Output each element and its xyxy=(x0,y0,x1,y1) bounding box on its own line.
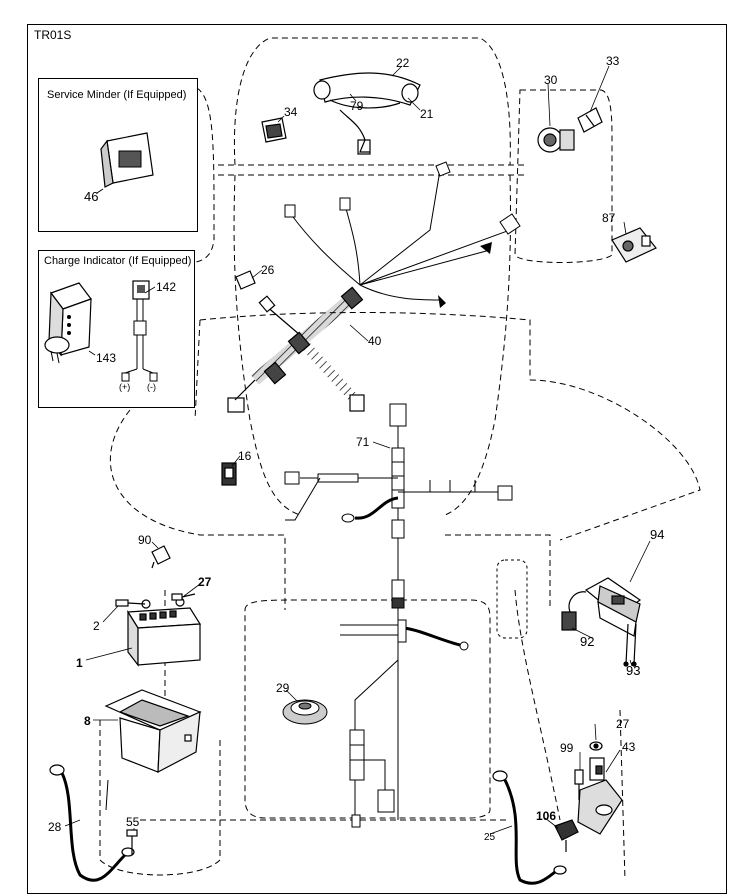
callout-22: 22 xyxy=(396,56,410,70)
callout-34: 34 xyxy=(284,105,298,119)
switch-87 xyxy=(611,227,657,263)
callout-1: 1 xyxy=(76,656,83,670)
callout-29: 29 xyxy=(276,681,290,695)
tractor-outline xyxy=(99,37,701,881)
callout-2: 2 xyxy=(93,619,100,633)
headlight-assembly xyxy=(313,72,421,155)
battery-tray-8 xyxy=(104,689,202,774)
charge-indicator-inset: Charge Indicator (If Equipped) 142 143 (… xyxy=(38,250,195,408)
callout-28: 28 xyxy=(48,820,62,834)
part-90 xyxy=(151,545,171,569)
callout-142: 142 xyxy=(156,280,177,294)
harness-71 xyxy=(284,403,513,828)
charge-indicator-title: Charge Indicator (If Equipped) xyxy=(44,255,192,267)
callout-71: 71 xyxy=(356,435,370,449)
switch-assembly-94 xyxy=(584,577,642,667)
callout-106: 106 xyxy=(536,809,557,823)
connector-92 xyxy=(561,591,587,631)
callout-16: 16 xyxy=(238,449,252,463)
charge-indicator-drawing xyxy=(44,280,158,382)
callout-90: 90 xyxy=(138,533,152,547)
upper-harness-wires xyxy=(289,169,511,301)
connector-16 xyxy=(221,462,237,486)
battery-cable-28 xyxy=(49,764,135,882)
bolt-55 xyxy=(126,829,138,855)
callout-93: 93 xyxy=(626,663,641,678)
callout-99: 99 xyxy=(560,741,574,755)
terminal-negative-label: (-) xyxy=(147,382,156,392)
terminal-positive-label: (+) xyxy=(119,382,131,392)
callout-87: 87 xyxy=(602,211,616,225)
service-minder-inset: Service Minder (If Equipped) 46 xyxy=(38,78,198,232)
callout-25: 25 xyxy=(484,832,496,843)
page-code: TR01S xyxy=(34,28,72,42)
callout-143: 143 xyxy=(96,351,117,365)
horn-29 xyxy=(282,699,328,725)
switch-34 xyxy=(261,117,287,143)
callout-21: 21 xyxy=(420,107,434,121)
callout-79: 79 xyxy=(350,99,364,113)
battery-1 xyxy=(115,593,202,667)
ignition-switch-30 xyxy=(537,127,575,153)
callout-26: 26 xyxy=(261,263,275,277)
callout-55: 55 xyxy=(126,815,140,829)
main-harness-40 xyxy=(227,286,365,413)
callout-27-battery: 27 xyxy=(198,575,212,589)
service-minder-title: Service Minder (If Equipped) xyxy=(47,89,187,101)
callout-46: 46 xyxy=(84,189,99,204)
callout-30: 30 xyxy=(544,73,558,87)
solenoid-43 xyxy=(574,741,623,835)
callout-27-solenoid: 27 xyxy=(616,717,630,731)
callout-94: 94 xyxy=(650,527,665,542)
service-minder-drawing xyxy=(96,132,154,194)
callout-33: 33 xyxy=(606,54,620,68)
callout-8: 8 xyxy=(84,714,91,728)
leader-lines xyxy=(64,65,651,835)
clip-106 xyxy=(554,819,579,852)
starter-cable-25 xyxy=(492,770,567,885)
callout-43: 43 xyxy=(622,740,636,754)
callout-92: 92 xyxy=(580,634,595,649)
callout-40: 40 xyxy=(368,334,382,348)
